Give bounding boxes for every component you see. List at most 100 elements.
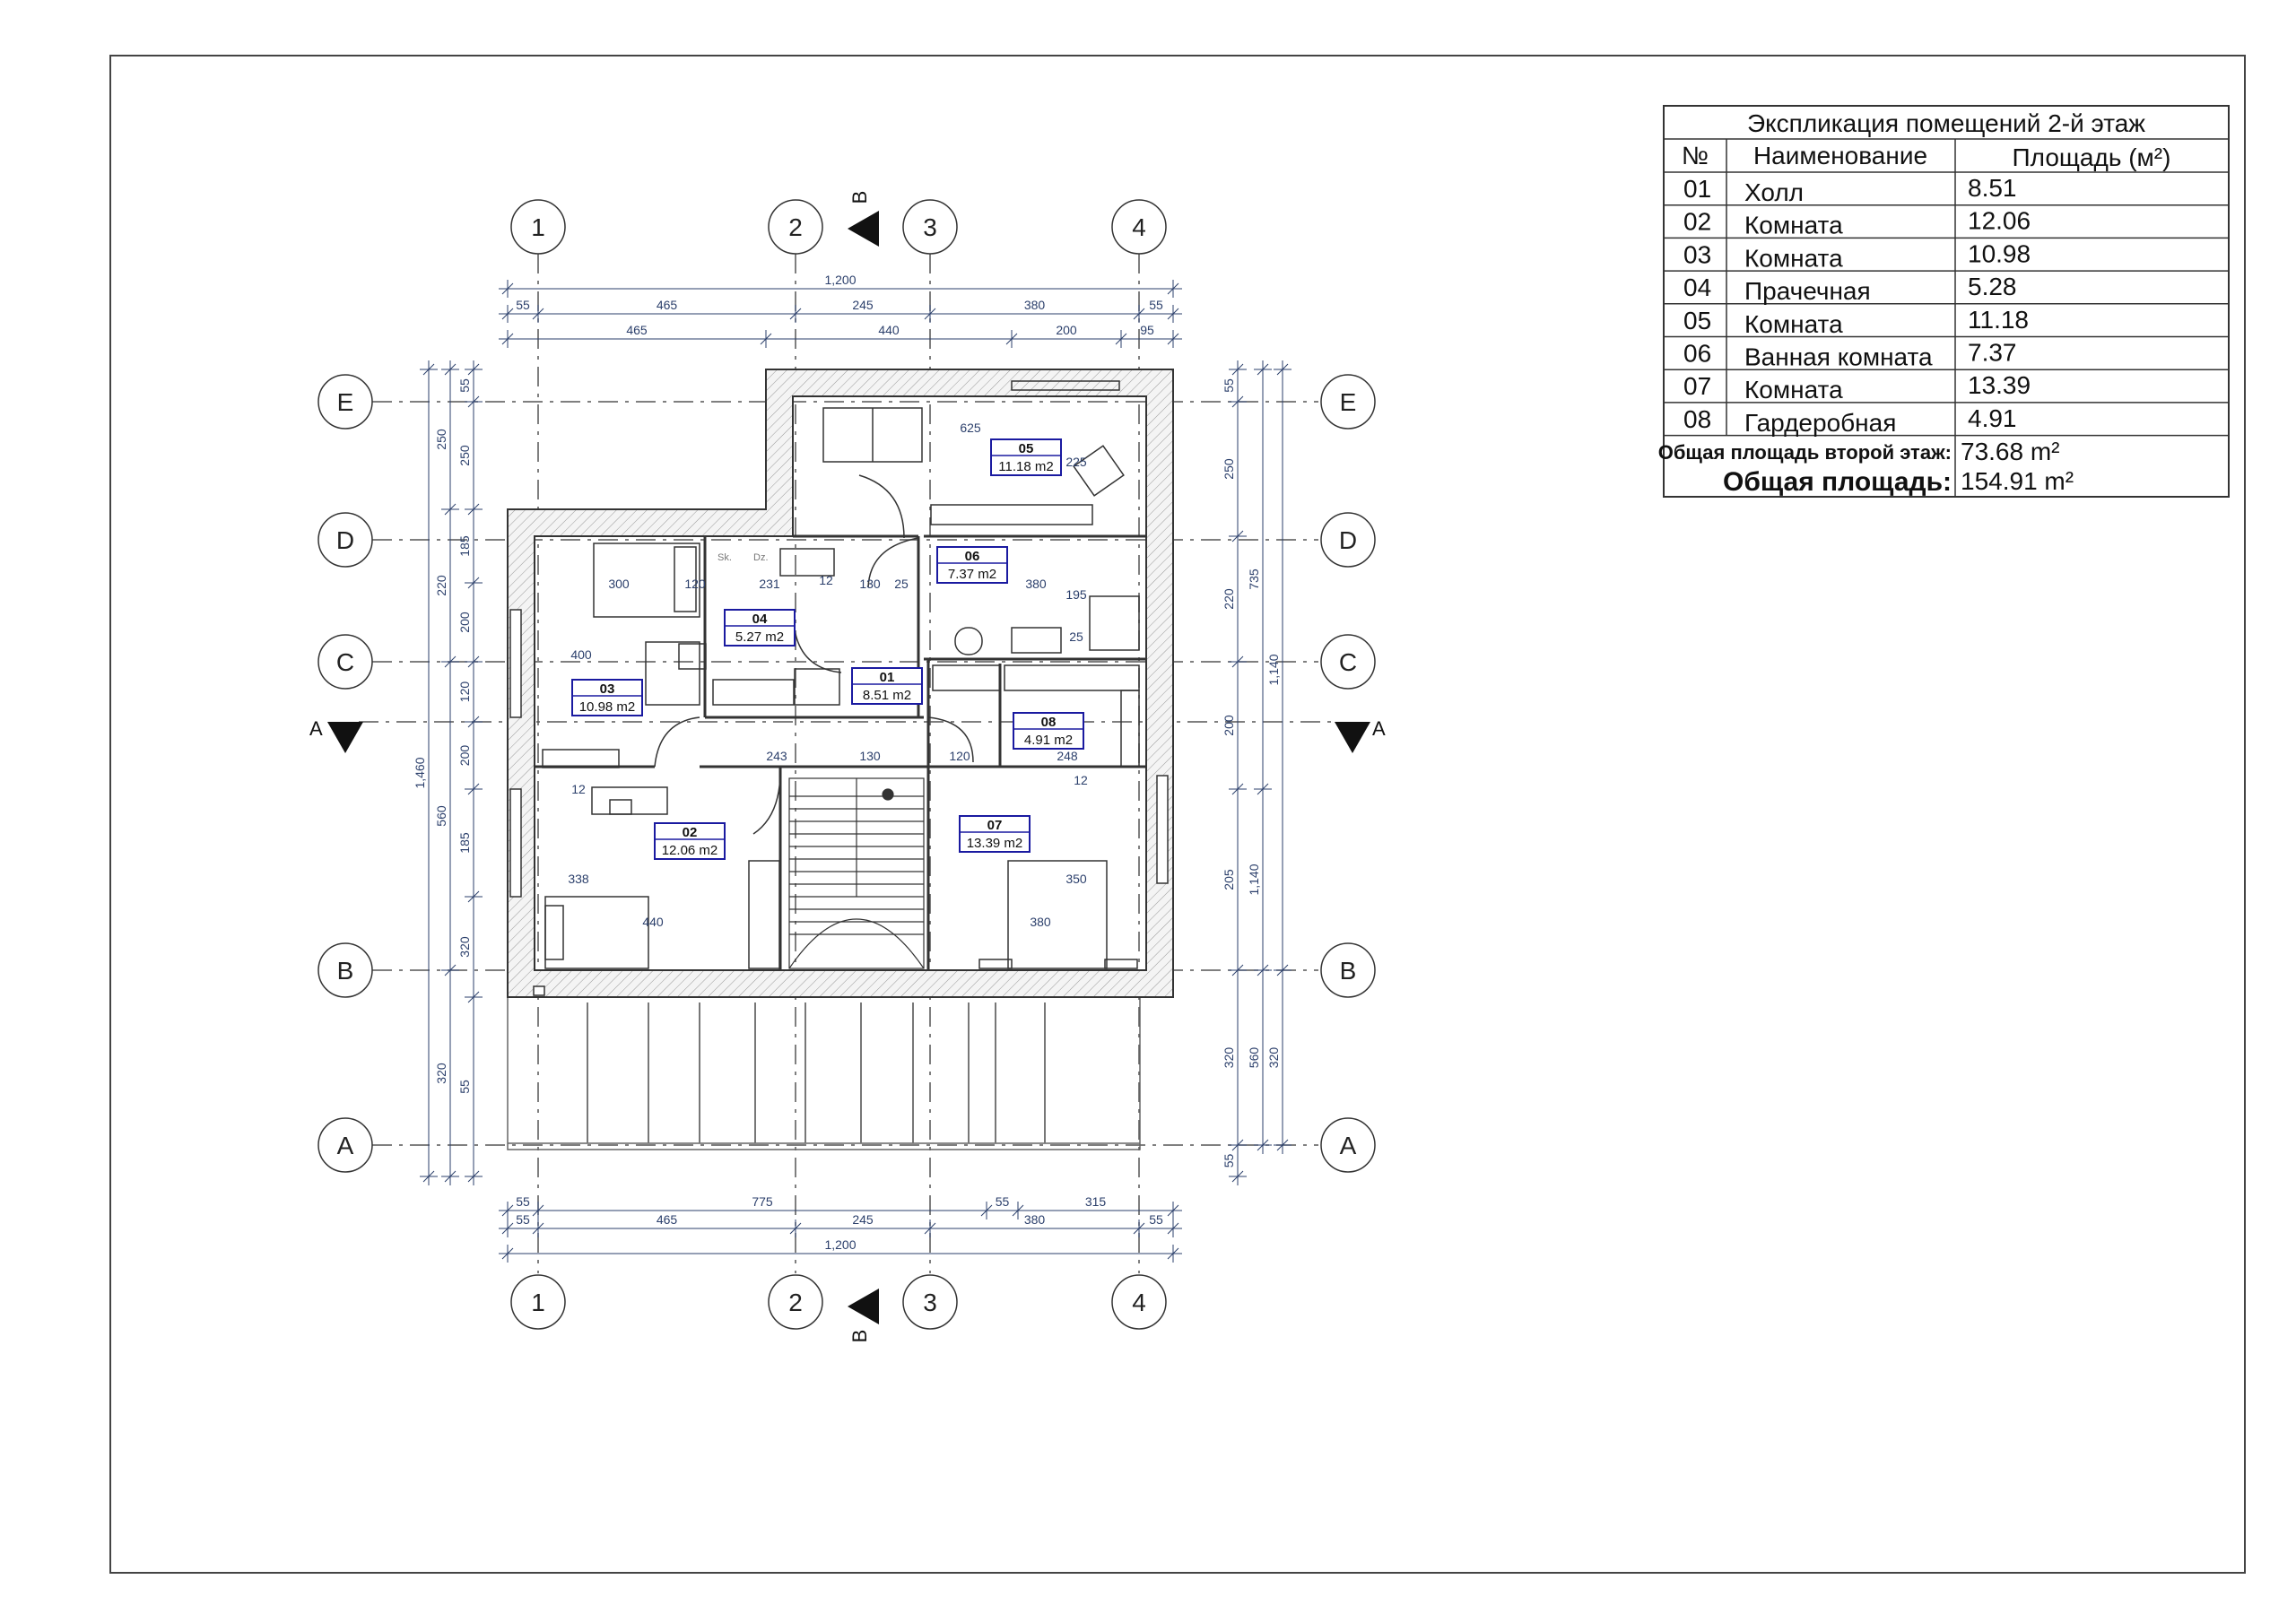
- section-marks: B B A A: [309, 191, 1386, 1343]
- grid-bubble: [1320, 374, 1376, 430]
- room-tag-frame: [654, 822, 726, 860]
- interior-dimension-label: 400: [570, 647, 592, 662]
- explication-row-no: 07: [1683, 372, 1711, 400]
- room-tag-frame: [571, 679, 643, 716]
- room-number: 03: [600, 681, 615, 697]
- dimension-label: 735: [1247, 568, 1261, 590]
- dimension-label: 250: [434, 429, 448, 450]
- room-area: 5.27 m2: [735, 629, 784, 645]
- grid-bubble-label: B: [337, 957, 354, 985]
- room-tag-frame: [724, 609, 796, 647]
- section-b-top-label: B: [848, 191, 871, 204]
- grid-bubble: [1111, 1274, 1167, 1330]
- interior-dimension-label: 350: [1065, 872, 1087, 886]
- interior-dimension-label: 25: [894, 577, 909, 591]
- dimension-label: 55: [516, 1212, 530, 1227]
- dimension-label: 245: [852, 1212, 874, 1227]
- explication-row-area: 8.51: [1968, 174, 2017, 202]
- grid-bubble: [317, 512, 373, 568]
- interior-dimension-label: 120: [949, 749, 970, 763]
- interior-dimension-label: 130: [859, 577, 881, 591]
- dimension-label: 380: [1024, 298, 1046, 312]
- explication-row-name: Комната: [1744, 376, 1843, 404]
- explication-row-no: 01: [1683, 175, 1711, 203]
- dimension-label: 55: [516, 1194, 530, 1209]
- dimension-label: 320: [1222, 1047, 1236, 1069]
- room-area: 10.98 m2: [579, 699, 636, 715]
- grid-bubble: [902, 199, 958, 255]
- room-tag-frame: [1013, 712, 1084, 750]
- room-area: 4.91 m2: [1024, 733, 1073, 748]
- dimension-label: 250: [1222, 458, 1236, 480]
- staircase: [788, 777, 925, 969]
- section-a-right-arrow: [1335, 722, 1370, 753]
- room-area: 7.37 m2: [948, 567, 996, 582]
- grid-bubble: [317, 942, 373, 998]
- dimension-label: 200: [457, 745, 472, 767]
- grid-bubble: [1320, 512, 1376, 568]
- label-sk: Sk.: [718, 552, 732, 563]
- dimension-label: 95: [1140, 323, 1154, 337]
- interior-dimension-label: 12: [1074, 773, 1088, 787]
- grid-bubble-label: C: [336, 648, 354, 676]
- dimension-label: 1,460: [413, 757, 427, 788]
- interior-dimension-label: 195: [1065, 587, 1087, 602]
- explication-row-no: 08: [1683, 405, 1711, 433]
- interior-dimension-label: 12: [571, 782, 586, 796]
- grid-bubble: [317, 1117, 373, 1173]
- dimension-label: 55: [457, 1080, 472, 1094]
- explication-row-area: 4.91: [1968, 404, 2017, 432]
- grand-total-value: 154.91 m²: [1961, 467, 2074, 495]
- grid-bubble-label: D: [1339, 526, 1357, 554]
- interior-dimension-label: 25: [1069, 629, 1083, 644]
- dimension-label: 55: [996, 1194, 1010, 1209]
- grid-bubble: [317, 374, 373, 430]
- dimension-label: 465: [657, 1212, 678, 1227]
- explication-row-area: 12.06: [1968, 207, 2031, 235]
- section-a-left-arrow: [327, 722, 363, 753]
- interior-dimension-label: 12: [819, 573, 833, 587]
- dimension-label: 55: [1222, 378, 1236, 393]
- interior-dimension-label: 380: [1030, 915, 1051, 929]
- grid-bubble-label: D: [336, 526, 354, 554]
- building: Sk. Dz.: [507, 369, 1174, 1150]
- explication-row-name: Комната: [1744, 244, 1843, 272]
- room-area: 13.39 m2: [967, 836, 1023, 851]
- dimension-label: 560: [1247, 1047, 1261, 1069]
- dimension-label: 200: [457, 612, 472, 633]
- explication-row-area: 7.37: [1968, 339, 2017, 367]
- grid-bubble: [510, 199, 566, 255]
- dimension-label: 250: [457, 445, 472, 466]
- room-tag-frame: [990, 438, 1062, 476]
- room-area: 8.51 m2: [863, 688, 911, 703]
- dimension-label: 1,200: [824, 273, 856, 287]
- interior-dimension-label: 625: [960, 421, 981, 435]
- grid-bubble-label: 3: [923, 213, 937, 241]
- dimension-label: 315: [1085, 1194, 1107, 1209]
- interior-dimension-label: 380: [1025, 577, 1047, 591]
- grid-bubble: [1320, 634, 1376, 690]
- grid-bubble-label: 4: [1132, 1289, 1146, 1316]
- room-number: 04: [752, 612, 768, 627]
- dimension-label: 55: [516, 298, 530, 312]
- dimension-label: 55: [1222, 1154, 1236, 1168]
- interior-dimension-label: 248: [1057, 749, 1078, 763]
- explication-row-no: 02: [1683, 208, 1711, 236]
- room-area: 12.06 m2: [662, 843, 718, 858]
- header-name: Наименование: [1753, 142, 1927, 169]
- dimension-label: 55: [457, 378, 472, 393]
- explication-row-name: Гардеробная: [1744, 409, 1896, 437]
- grid-bubble: [768, 199, 823, 255]
- explication-row-name: Комната: [1744, 212, 1843, 239]
- header-area: Площадь (м²): [2013, 143, 2171, 171]
- room-number: 07: [987, 818, 1003, 833]
- floor-total-value: 73.68 m²: [1961, 438, 2060, 465]
- dimension-label: 465: [626, 323, 648, 337]
- grid-bubble: [1111, 199, 1167, 255]
- grid-bubble-label: 3: [923, 1289, 937, 1316]
- dimension-label: 245: [852, 298, 874, 312]
- dimension-label: 380: [1024, 1212, 1046, 1227]
- explication-row-area: 13.39: [1968, 371, 2031, 399]
- room-number: 06: [965, 549, 980, 564]
